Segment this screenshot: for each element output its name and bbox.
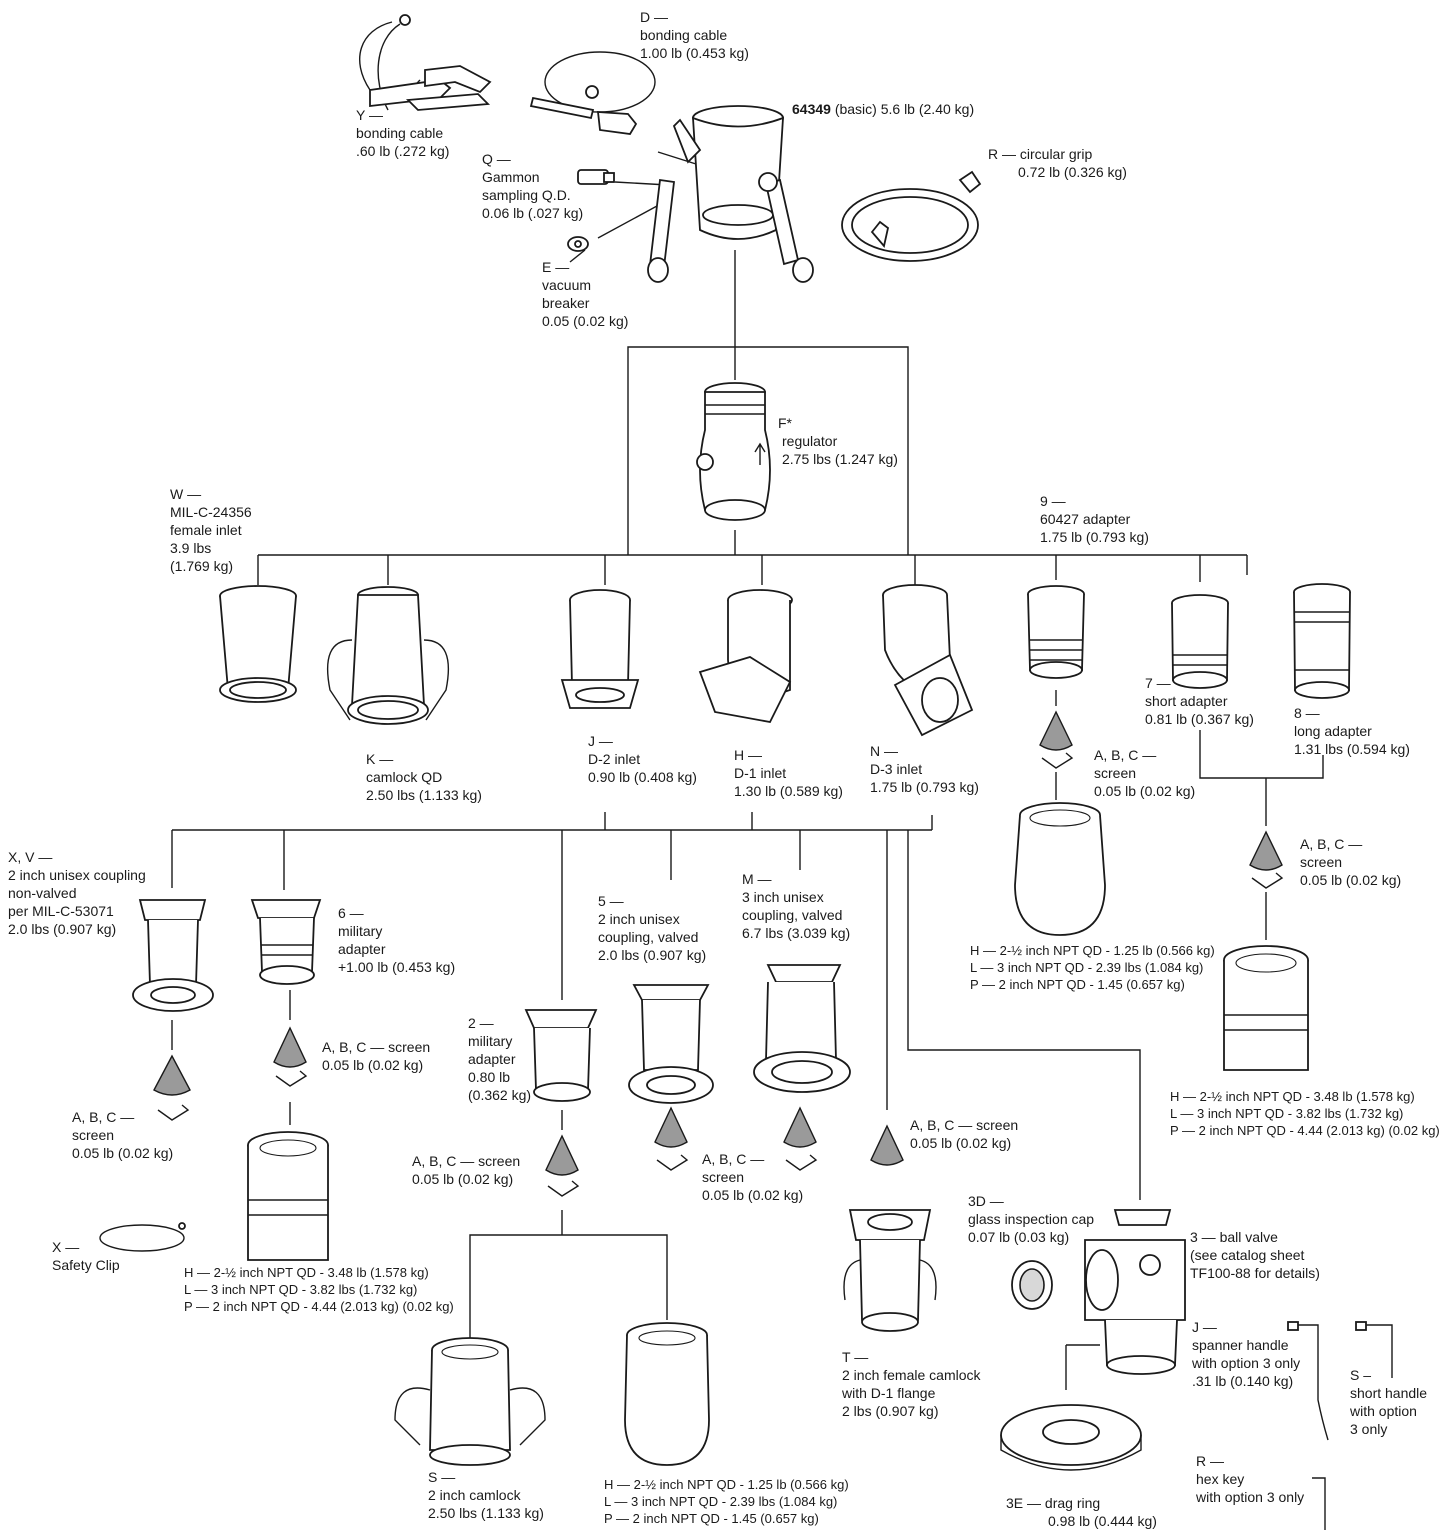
unisex-coupling-m-drawing <box>753 964 851 1093</box>
short-handle-drawing <box>1355 1321 1393 1378</box>
label-qd-2: H — 2-½ inch NPT QD - 1.25 lb (0.566 kg)… <box>604 1477 849 1526</box>
bonding-cable-d-drawing <box>529 51 656 135</box>
qd-coupler-6-drawing <box>247 1131 329 1261</box>
military-adapter-6-drawing <box>250 899 322 985</box>
short-adapter-7-drawing <box>1171 594 1229 689</box>
safety-clip-drawing <box>99 1222 186 1252</box>
label-6-military-adapter: 6 —military adapter+1.00 lb (0.453 kg) <box>338 905 456 975</box>
female-inlet-w-drawing <box>219 585 297 703</box>
screen-cones <box>153 710 1284 1197</box>
circular-grip-drawing <box>841 170 982 262</box>
qd-coupler-right2-drawing <box>1223 945 1309 1071</box>
label-x-safety-clip: X —Safety Clip <box>52 1239 120 1273</box>
unisex-coupling-xv-drawing <box>132 899 214 1012</box>
bonding-cable-y-drawing <box>358 14 492 111</box>
label-qd-right2: H — 2-½ inch NPT QD - 3.48 lb (1.578 kg)… <box>1170 1089 1440 1138</box>
qd-coupler-right1-drawing <box>1014 802 1106 936</box>
sampling-qd-drawing <box>577 169 615 185</box>
base-coupler-drawing <box>647 105 814 283</box>
glass-inspection-cap-drawing <box>1011 1260 1053 1310</box>
label-qd-6: H — 2-½ inch NPT QD - 3.48 lb (1.578 kg)… <box>184 1265 454 1314</box>
hex-key-drawing <box>1312 1477 1326 1530</box>
long-adapter-8-drawing <box>1293 583 1351 699</box>
unisex-coupling-5-drawing <box>628 984 714 1104</box>
label-base-assembly: 64349 (basic) 5.6 lb (2.40 kg) <box>792 101 975 117</box>
d1-inlet-h-drawing <box>698 589 793 724</box>
ball-valve-drawing <box>1084 1209 1186 1375</box>
d3-inlet-n-drawing <box>882 584 974 737</box>
label-y-bonding-cable: Y —bonding cable.60 lb (.272 kg) <box>356 107 450 159</box>
military-adapter-2-drawing <box>524 1009 598 1102</box>
drag-ring-drawing <box>1000 1404 1142 1471</box>
camlock-qd-k-drawing <box>326 586 450 725</box>
label-3d-glass-cap: 3D —glass inspection cap 0.07 lb (0.03 k… <box>968 1193 1095 1245</box>
label-qd-right1: H — 2-½ inch NPT QD - 1.25 lb (0.566 kg)… <box>970 943 1215 992</box>
regulator-drawing <box>696 382 771 521</box>
camlock-s-drawing <box>394 1337 546 1466</box>
spanner-handle-drawing <box>1287 1321 1329 1441</box>
vacuum-breaker-drawing <box>567 236 589 252</box>
adapter-9-drawing <box>1027 585 1085 679</box>
d2-inlet-j-drawing <box>560 589 640 709</box>
qd-coupler-2-drawing <box>624 1322 710 1466</box>
camlock-t-drawing <box>843 1209 937 1332</box>
